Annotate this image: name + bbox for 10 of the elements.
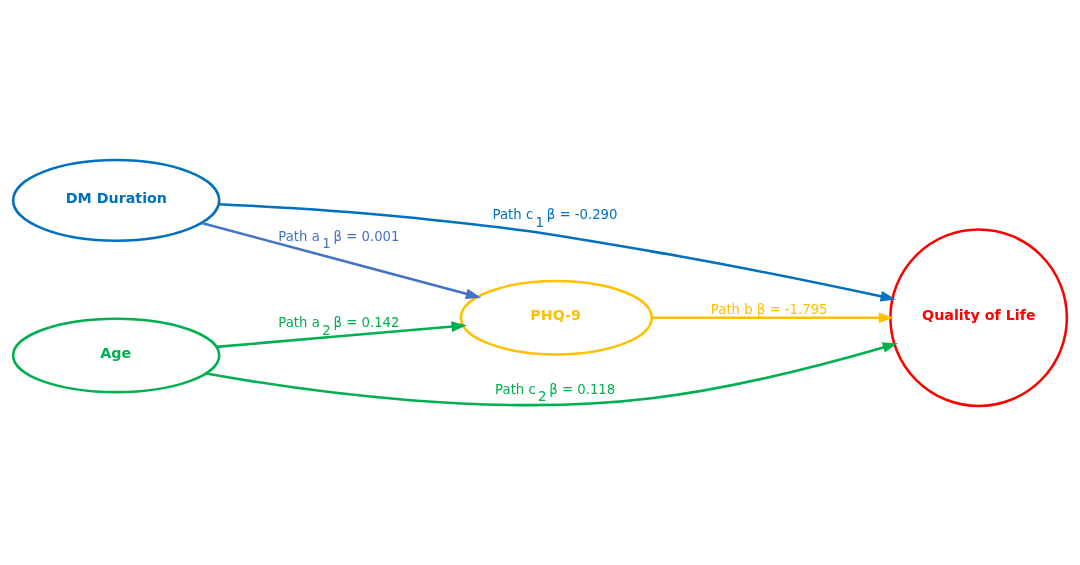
arrow xyxy=(216,320,467,348)
node-circle: Quality of Life xyxy=(889,227,1069,407)
arrow xyxy=(206,341,898,406)
arrow xyxy=(201,221,482,299)
node-ellipse: Age xyxy=(11,316,221,393)
edge-label: Path b β = -1.795 xyxy=(710,301,828,317)
node-ellipse: PHQ-9 xyxy=(459,279,653,356)
arrow xyxy=(651,311,895,323)
node-ellipse: DM Duration xyxy=(11,158,221,242)
arrow xyxy=(218,202,896,302)
